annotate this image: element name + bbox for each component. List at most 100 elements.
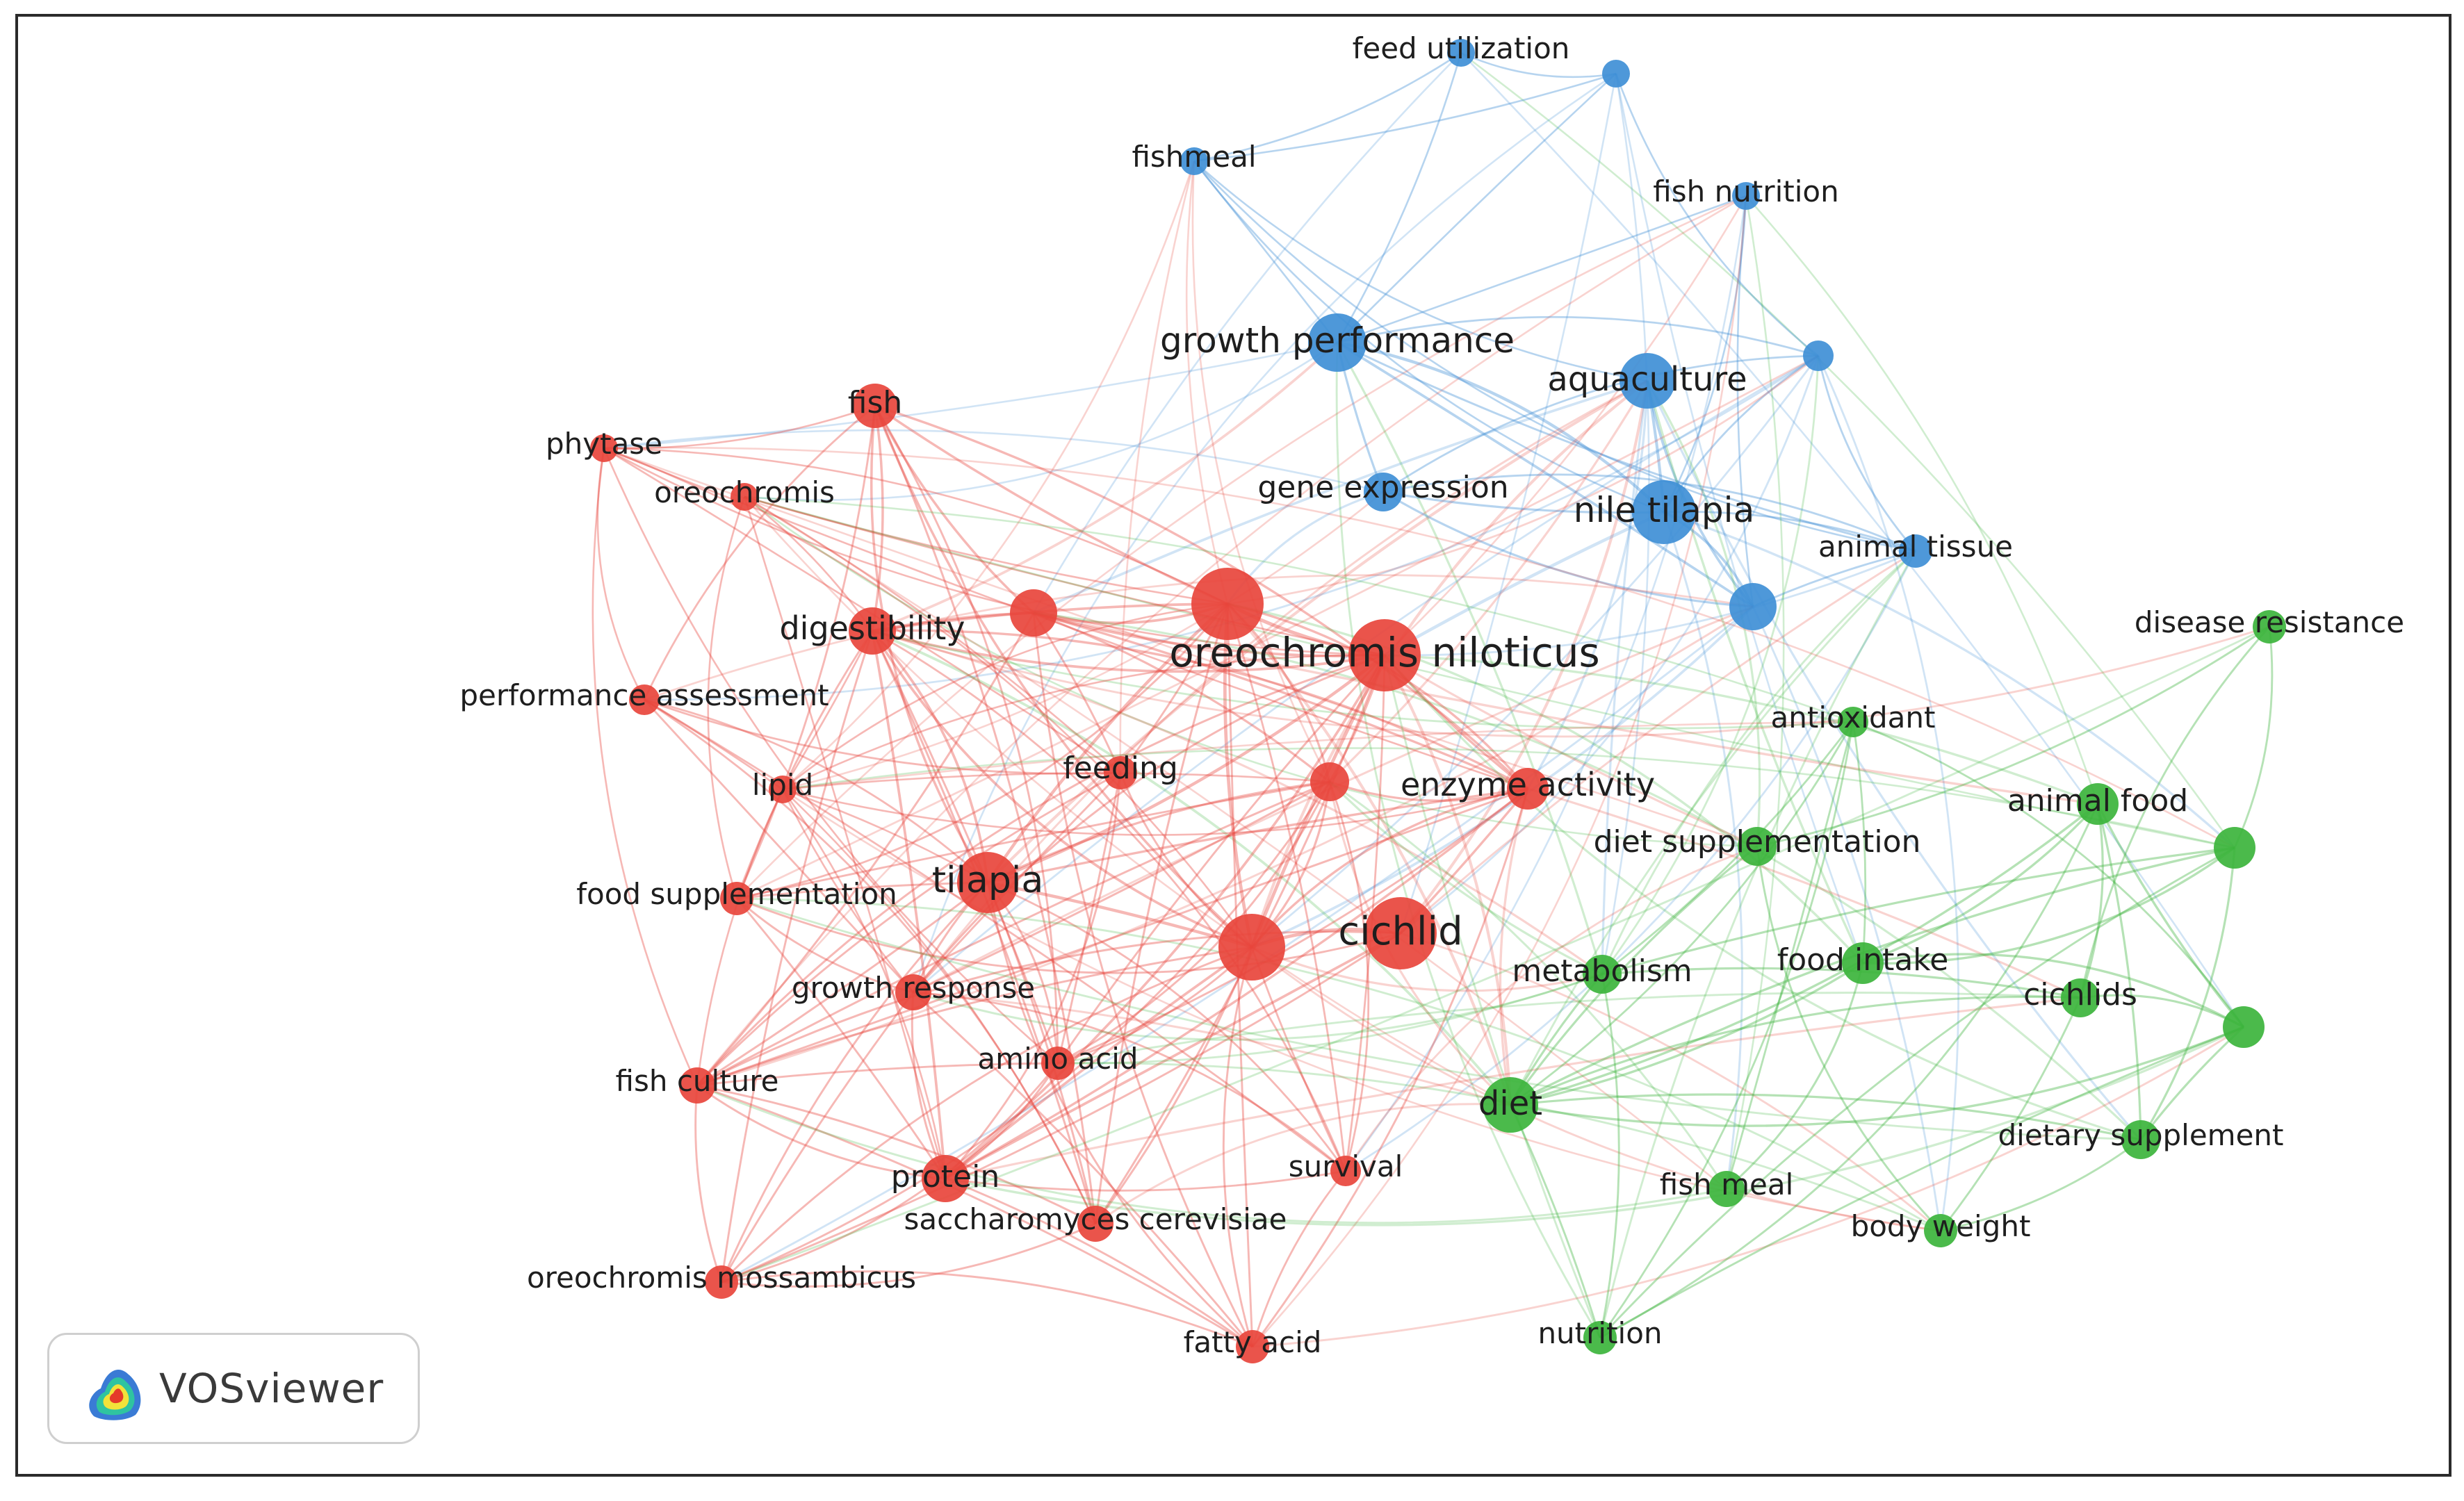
- label-fishmeal[interactable]: fishmeal: [1132, 140, 1256, 174]
- link: [872, 630, 1385, 673]
- node-red-u3[interactable]: [1310, 762, 1349, 801]
- node-green-u1[interactable]: [2214, 827, 2255, 869]
- node-cichlids[interactable]: [2061, 978, 2100, 1017]
- label-metabolism[interactable]: metabolism: [1512, 953, 1692, 989]
- label-food-supplementation[interactable]: food supplementation: [576, 877, 897, 911]
- node-digestibility[interactable]: [849, 607, 896, 655]
- label-body-weight[interactable]: body weight: [1851, 1209, 2031, 1243]
- node-nutrition[interactable]: [1583, 1321, 1617, 1354]
- node-blue-u1[interactable]: [1602, 60, 1630, 88]
- node-amino-acid[interactable]: [1041, 1047, 1075, 1080]
- label-cichlids[interactable]: cichlids: [2023, 977, 2137, 1012]
- label-feed-utilization[interactable]: feed utilization: [1353, 31, 1570, 65]
- label-fish-nutrition[interactable]: fish nutrition: [1653, 174, 1838, 208]
- node-fatty-acid[interactable]: [1236, 1330, 1269, 1363]
- label-phytase[interactable]: phytase: [546, 427, 662, 461]
- node-growth-performance[interactable]: [1308, 313, 1366, 372]
- label-lipid[interactable]: lipid: [752, 768, 813, 802]
- label-cichlid[interactable]: cichlid: [1338, 909, 1462, 954]
- label-nile-tilapia[interactable]: nile tilapia: [1574, 490, 1754, 530]
- node-growth-response[interactable]: [895, 974, 931, 1010]
- node-diet[interactable]: [1483, 1077, 1538, 1133]
- node-disease-resistance[interactable]: [2253, 610, 2286, 643]
- label-digestibility[interactable]: digestibility: [779, 609, 965, 647]
- link: [1383, 510, 1665, 657]
- node-oreochromis-mossambicus[interactable]: [705, 1265, 738, 1299]
- label-oreochromis-mossambicus[interactable]: oreochromis mossambicus: [527, 1261, 916, 1295]
- label-dietary-supplement[interactable]: dietary supplement: [1998, 1118, 2283, 1152]
- label-disease-resistance[interactable]: disease resistance: [2135, 605, 2404, 639]
- node-red-u4[interactable]: [1218, 914, 1285, 981]
- link: [1223, 603, 1254, 948]
- node-animal-tissue[interactable]: [1899, 534, 1932, 568]
- label-diet[interactable]: diet: [1478, 1084, 1542, 1123]
- node-food-supplementation[interactable]: [720, 882, 753, 915]
- node-diet-supplementation[interactable]: [1738, 827, 1777, 866]
- node-cichlid[interactable]: [1364, 897, 1437, 969]
- node-red-u2[interactable]: [1191, 568, 1264, 640]
- node-nile-tilapia[interactable]: [1632, 480, 1696, 544]
- label-fatty-acid[interactable]: fatty acid: [1184, 1325, 1322, 1359]
- node-protein[interactable]: [922, 1155, 969, 1202]
- node-phytase[interactable]: [590, 434, 618, 462]
- node-fishmeal[interactable]: [1180, 147, 1208, 175]
- node-oreochromis[interactable]: [731, 483, 758, 511]
- node-gene-expression[interactable]: [1364, 473, 1403, 511]
- node-performance-assessment[interactable]: [629, 684, 660, 715]
- link: [1862, 803, 2099, 965]
- label-saccharomyces-cerevisiae[interactable]: saccharomyces cerevisiae: [904, 1202, 1287, 1236]
- link: [1335, 342, 1601, 1338]
- node-metabolism[interactable]: [1583, 955, 1622, 994]
- link: [696, 771, 1121, 1087]
- node-antioxidant[interactable]: [1838, 707, 1868, 737]
- node-red-u1[interactable]: [1010, 589, 1057, 637]
- label-nutrition[interactable]: nutrition: [1537, 1316, 1662, 1350]
- link: [736, 354, 1819, 900]
- label-gene-expression[interactable]: gene expression: [1257, 470, 1508, 505]
- node-feeding[interactable]: [1104, 756, 1137, 789]
- label-growth-performance[interactable]: growth performance: [1160, 320, 1515, 361]
- node-feed-utilization[interactable]: [1447, 39, 1475, 67]
- node-enzyme-activity[interactable]: [1507, 768, 1549, 810]
- label-fish-meal[interactable]: fish meal: [1660, 1167, 1793, 1201]
- label-diet-supplementation[interactable]: diet supplementation: [1594, 824, 1921, 860]
- node-lipid[interactable]: [769, 776, 797, 803]
- label-feeding[interactable]: feeding: [1063, 750, 1178, 786]
- label-oreochromis[interactable]: oreochromis: [654, 475, 835, 509]
- label-oreochromis-niloticus[interactable]: oreochromis niloticus: [1169, 629, 1599, 676]
- node-blue-u2[interactable]: [1803, 341, 1834, 371]
- label-food-intake[interactable]: food intake: [1777, 942, 1949, 978]
- node-food-intake[interactable]: [1842, 942, 1884, 984]
- label-aquaculture[interactable]: aquaculture: [1547, 360, 1747, 399]
- label-antioxidant[interactable]: antioxidant: [1771, 700, 1936, 735]
- node-survival[interactable]: [1330, 1156, 1361, 1186]
- node-green-u2[interactable]: [2223, 1006, 2265, 1048]
- label-performance-assessment[interactable]: performance assessment: [459, 678, 829, 712]
- node-fish[interactable]: [853, 384, 897, 428]
- label-fish[interactable]: fish: [848, 385, 903, 420]
- label-amino-acid[interactable]: amino acid: [977, 1042, 1138, 1076]
- node-blue-u3[interactable]: [1729, 583, 1777, 630]
- node-tilapia[interactable]: [957, 852, 1018, 913]
- link: [744, 495, 1854, 723]
- node-aquaculture[interactable]: [1619, 353, 1675, 409]
- label-enzyme-activity[interactable]: enzyme activity: [1401, 766, 1655, 803]
- link: [1250, 787, 1528, 949]
- node-body-weight[interactable]: [1924, 1214, 1957, 1247]
- link: [1400, 932, 1941, 1232]
- label-animal-tissue[interactable]: animal tissue: [1818, 530, 2013, 564]
- node-fish-nutrition[interactable]: [1732, 182, 1760, 210]
- label-survival[interactable]: survival: [1289, 1149, 1403, 1183]
- node-dietary-supplement[interactable]: [2121, 1120, 2160, 1159]
- node-fish-culture[interactable]: [679, 1067, 715, 1104]
- label-protein[interactable]: protein: [891, 1159, 1000, 1195]
- node-saccharomyces-cerevisiae[interactable]: [1077, 1206, 1113, 1242]
- node-oreochromis-niloticus[interactable]: [1348, 619, 1421, 691]
- label-fish-culture[interactable]: fish culture: [616, 1064, 779, 1098]
- node-fish-meal[interactable]: [1708, 1171, 1745, 1207]
- node-animal-food[interactable]: [2077, 783, 2119, 825]
- label-growth-response[interactable]: growth response: [792, 971, 1035, 1005]
- label-tilapia[interactable]: tilapia: [932, 860, 1043, 901]
- label-animal-food[interactable]: animal food: [2007, 783, 2188, 819]
